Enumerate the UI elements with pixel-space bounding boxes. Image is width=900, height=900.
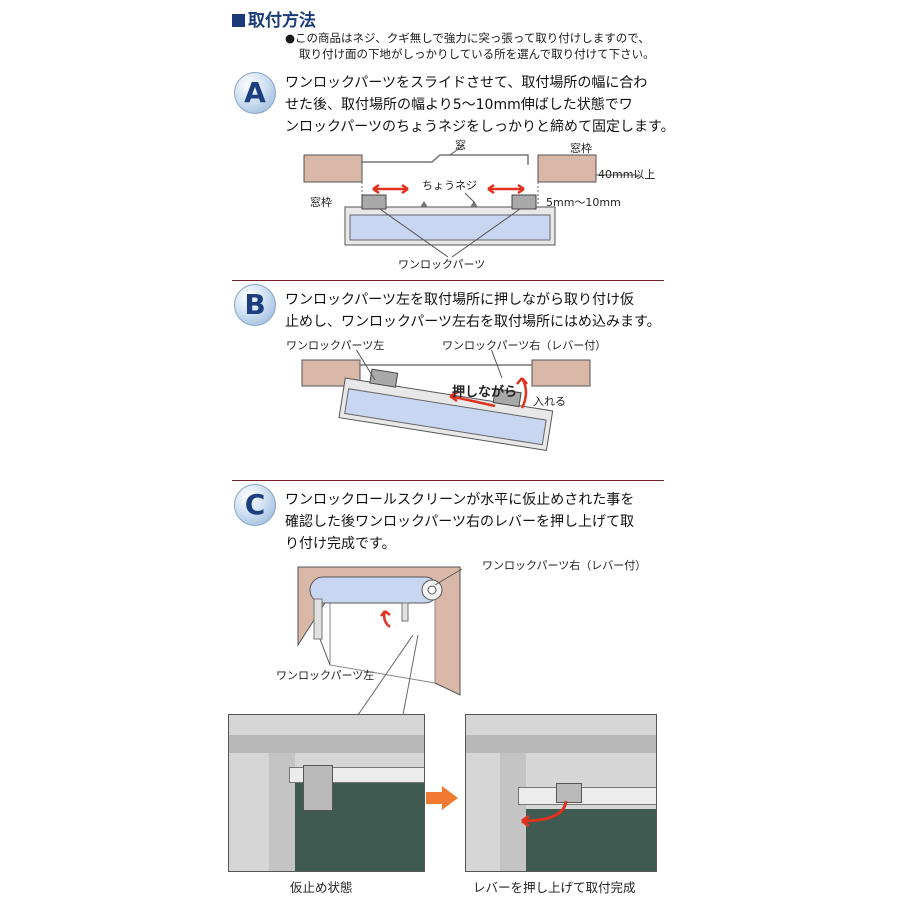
square-bullet-icon xyxy=(232,14,245,27)
roll-tube xyxy=(309,576,439,604)
label-clearance: 40mm以上 xyxy=(598,168,656,181)
one-lock-part-left xyxy=(313,598,323,640)
lever-arrow-icon xyxy=(521,800,568,828)
thumb-screw-icon xyxy=(420,201,478,207)
label-pushing: 押しながら xyxy=(452,385,518,400)
step-a-badge: A xyxy=(234,72,276,114)
next-arrow-icon xyxy=(426,786,458,810)
label-left-part-b: ワンロックパーツ左 xyxy=(286,339,385,352)
step-b-diagram xyxy=(301,350,591,452)
photo-callout-lines xyxy=(357,634,419,716)
label-window: 窓 xyxy=(455,139,466,152)
frame-right xyxy=(537,154,597,183)
label-frame-right: 窓枠 xyxy=(570,142,592,155)
screen-panel xyxy=(349,214,551,241)
step-c-line-1: ワンロックロールスクリーンが水平に仮止めされた事を xyxy=(285,492,635,508)
window-outline xyxy=(362,154,529,165)
lever-arrow-icon xyxy=(380,610,391,628)
caption-after: レバーを押し上げて取付完成 xyxy=(473,880,636,895)
one-lock-part-left xyxy=(369,368,399,388)
one-lock-part-right xyxy=(556,783,582,803)
label-insert: 入れる xyxy=(533,395,566,408)
one-lock-part-right xyxy=(492,388,522,408)
label-parts: ワンロックパーツ xyxy=(398,258,486,271)
label-right-part-c: ワンロックパーツ右（レバー付） xyxy=(482,559,647,572)
screen-panel xyxy=(344,388,547,446)
one-lock-part-left xyxy=(303,765,333,811)
one-lock-part-right xyxy=(401,602,409,622)
photo-after xyxy=(465,714,657,872)
slide-arrow-left-icon xyxy=(372,183,409,195)
one-lock-part-right xyxy=(511,194,537,210)
step-c-line-3: り付け完成です。 xyxy=(285,536,396,552)
step-c-line-2: 確認した後ワンロックパーツ右のレバーを押し上げて取 xyxy=(285,514,635,530)
rail-body xyxy=(518,787,656,805)
label-left-part-c: ワンロックパーツ左 xyxy=(276,669,375,682)
step-a-line-2: せた後、取付場所の幅より5〜10mm伸ばした状態でワ xyxy=(285,97,633,113)
slide-arrow-right-icon xyxy=(487,183,525,195)
caption-before: 仮止め状態 xyxy=(290,880,353,895)
insert-arrow-icon xyxy=(516,377,528,409)
push-arrow-icon xyxy=(449,390,496,408)
one-lock-part-left xyxy=(361,194,387,210)
note-line-1: ●この商品はネジ、クギ無しで強力に突っ張って取り付けしますので、 xyxy=(285,31,650,45)
frame-right xyxy=(531,359,591,387)
step-b-line-1: ワンロックパーツ左を取付場所に押しながら取り付け仮 xyxy=(285,292,635,308)
frame-left xyxy=(303,154,363,183)
page-title: 取付方法 xyxy=(232,6,316,31)
label-extension: 5mm〜10mm xyxy=(546,196,621,209)
step-a-line-1: ワンロックパーツをスライドさせて、取付場所の幅に合わ xyxy=(285,75,648,91)
photo-before xyxy=(228,714,425,872)
note-line-2: 取り付け面の下地がしっかりしている所を選んで取り付けて下さい。 xyxy=(299,47,655,61)
step-c-diagram xyxy=(297,566,463,696)
label-screw: ちょうネジ xyxy=(422,179,477,192)
step-b-line-2: 止めし、ワンロックパーツ左右を取付場所にはめ込みます。 xyxy=(285,314,661,330)
label-right-part-b: ワンロックパーツ右（レバー付） xyxy=(442,339,607,352)
step-b-badge: B xyxy=(234,284,276,326)
divider-a xyxy=(232,280,664,281)
step-a-line-3: ンロックパーツのちょうネジをしっかりと締めて固定します。 xyxy=(285,119,675,135)
divider-b xyxy=(232,480,664,481)
step-a-diagram xyxy=(303,144,640,258)
step-c-badge: C xyxy=(234,484,276,526)
label-frame-left: 窓枠 xyxy=(310,196,332,209)
